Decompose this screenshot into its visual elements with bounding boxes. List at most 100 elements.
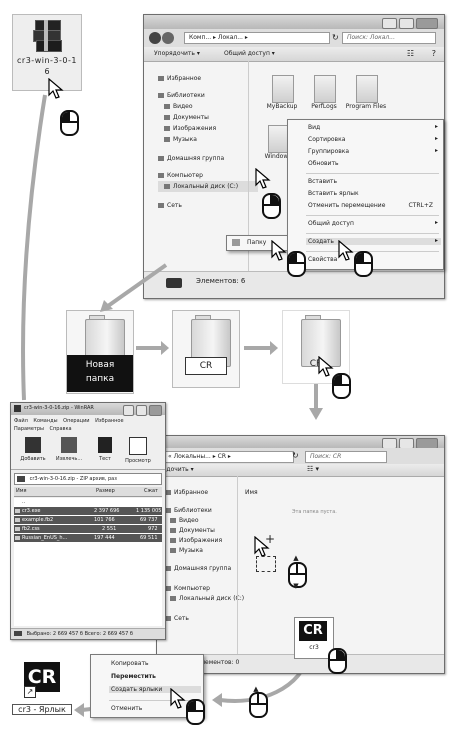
address-bar[interactable]: Комп... ▸ Локал... ▸ [184, 32, 330, 44]
share-menu[interactable]: Общий доступ ▾ [224, 50, 275, 57]
window-titlebar[interactable]: cr3-win-3-0-16.zip - WinRAR [11, 403, 165, 416]
menu-favorites[interactable]: Избранное [95, 418, 124, 424]
menu-options[interactable]: Параметры [14, 426, 44, 432]
mouse-right-drag-icon [328, 648, 347, 674]
nav-video[interactable]: Видео [165, 516, 237, 526]
menu-help[interactable]: Справка [49, 426, 72, 432]
menu-item-sort[interactable]: Сортировка [308, 136, 346, 143]
search-input[interactable]: Поиск: Локал... [342, 32, 436, 44]
extract-button[interactable]: Извлечь... [55, 437, 83, 462]
nav-local-disk[interactable]: Локальный диск (C:) [165, 594, 244, 604]
refresh-icon[interactable]: ↻ [332, 33, 339, 42]
cr-shortcut-icon[interactable]: CR ↗ cr3 - Ярлык [12, 660, 72, 722]
folder-windows[interactable]: Windows [256, 121, 300, 171]
menu-item-sharing[interactable]: Общий доступ [308, 220, 354, 227]
organize-menu[interactable]: рядочить ▾ [159, 466, 194, 473]
table-row[interactable]: cr3.exe 2 397 696 1 135 005 [14, 507, 162, 515]
new-folder-name-editing[interactable]: Новая папка [67, 355, 133, 392]
homegroup-icon [165, 566, 171, 571]
folder-label: CR [309, 359, 323, 369]
menu-item-refresh[interactable]: Обновить [308, 160, 339, 167]
nav-local-disk[interactable]: Локальный диск (C:) [158, 181, 258, 192]
menu-item-undo-move[interactable]: Отменить перемещение [308, 202, 386, 209]
menu-item-move[interactable]: Переместить [111, 673, 156, 680]
minimize-button[interactable] [382, 18, 397, 29]
archive-path-field[interactable]: cr3-win-3-0-16.zip - ZIP архив, раз [14, 473, 162, 485]
address-bar[interactable]: « Локальны... ▸ CR ▸ [163, 451, 294, 463]
menu-item-group[interactable]: Группировка [308, 148, 350, 155]
nav-computer[interactable]: Компьютер [158, 170, 258, 181]
table-row[interactable]: .. [14, 498, 162, 506]
nav-network[interactable]: Сеть [158, 200, 258, 211]
selection-status: Выбрано: 2 669 457 б Всего: 2 669 457 б [26, 631, 133, 637]
nav-favorites[interactable]: Избранное [158, 73, 258, 84]
menu-operations[interactable]: Операции [63, 418, 90, 424]
window-titlebar[interactable] [157, 436, 444, 449]
menu-item-cancel[interactable]: Отменить [111, 705, 143, 712]
column-header-name[interactable]: Имя [245, 489, 258, 496]
view-options-icon[interactable]: ☷ ▾ [307, 465, 320, 473]
help-icon[interactable]: ? [431, 49, 436, 58]
folder-perflogs[interactable]: PerfLogs [302, 71, 346, 121]
cr-folder-final[interactable]: CR [282, 310, 350, 384]
menu-commands[interactable]: Команды [33, 418, 58, 424]
table-row[interactable]: Russian_EnUS_h... 197 444 69 511 [14, 534, 162, 542]
minimize-button[interactable] [123, 405, 134, 416]
nav-network[interactable]: Сеть [165, 614, 237, 624]
nav-music[interactable]: Музыка [158, 134, 258, 145]
forward-button[interactable] [162, 32, 174, 44]
music-icon [170, 548, 176, 553]
nav-documents[interactable]: Документы [158, 112, 258, 123]
menu-item-create[interactable]: Создать [306, 238, 441, 245]
file-name: example.fb2 [22, 517, 54, 523]
nav-images[interactable]: Изображения [158, 123, 258, 134]
folder-name-input[interactable]: CR [185, 357, 227, 375]
column-name[interactable]: Имя [16, 488, 27, 494]
up-folder-icon[interactable] [17, 475, 25, 482]
nav-documents[interactable]: Документы [165, 526, 237, 536]
refresh-icon[interactable]: ↻ [292, 451, 299, 460]
table-row[interactable]: fb2.css 2 551 972 [14, 525, 162, 533]
menu-item-paste[interactable]: Вставить [308, 178, 338, 185]
nav-libraries[interactable]: Библиотеки [165, 506, 237, 516]
column-packed[interactable]: Сжат [144, 488, 158, 494]
nav-favorites[interactable]: Избранное [165, 488, 237, 498]
menu-item-paste-shortcut[interactable]: Вставить ярлык [308, 190, 359, 197]
menu-item-view[interactable]: Вид [308, 124, 321, 131]
nav-computer[interactable]: Компьютер [165, 584, 237, 594]
nav-music[interactable]: Музыка [165, 546, 237, 556]
folder-program-files[interactable]: Program Files [344, 71, 388, 121]
search-input[interactable]: Поиск: CR [305, 451, 387, 463]
maximize-button[interactable] [399, 18, 414, 29]
folder-mybackup[interactable]: MyBackup [260, 71, 304, 121]
close-button[interactable] [149, 405, 162, 416]
view-options-icon[interactable]: ☷ [406, 49, 414, 58]
menu-file[interactable]: Файл [14, 418, 28, 424]
nav-label: Библиотеки [174, 507, 212, 514]
test-button[interactable]: Тест [91, 437, 119, 462]
nav-video[interactable]: Видео [158, 101, 258, 112]
nav-images[interactable]: Изображения [165, 536, 237, 546]
menu-item-create-shortcut[interactable]: Создать ярлыки [109, 686, 201, 693]
organize-menu[interactable]: Упорядочить ▾ [154, 50, 200, 57]
back-button[interactable] [149, 32, 161, 44]
menu-item-properties[interactable]: Свойства [308, 256, 338, 263]
command-toolbar: рядочить ▾ ☷ ▾ [157, 464, 444, 477]
nav-homegroup[interactable]: Домашняя группа [158, 153, 258, 164]
winrar-toolbar: Добавить Извлечь... Тест Просмотр [11, 435, 165, 470]
column-size[interactable]: Размер [96, 488, 115, 494]
table-row[interactable]: example.fb2 101 766 69 737 [14, 516, 162, 524]
file-packed: 972 [148, 526, 158, 532]
close-button[interactable] [416, 18, 438, 29]
document-icon [170, 528, 176, 533]
window-titlebar[interactable] [144, 15, 444, 29]
view-button[interactable]: Просмотр [123, 437, 153, 464]
menu-item-copy[interactable]: Копировать [111, 660, 149, 667]
nav-libraries[interactable]: Библиотеки [158, 90, 258, 101]
cr-exe-icon[interactable]: CR cr3 [294, 617, 334, 659]
archive-file-icon[interactable]: cr3-win-3-0-1 6 [12, 14, 82, 91]
nav-homegroup[interactable]: Домашняя группа [165, 564, 237, 574]
add-button[interactable]: Добавить [19, 437, 47, 462]
menu-item-new-folder[interactable]: Папку [247, 239, 267, 246]
maximize-button[interactable] [136, 405, 147, 416]
